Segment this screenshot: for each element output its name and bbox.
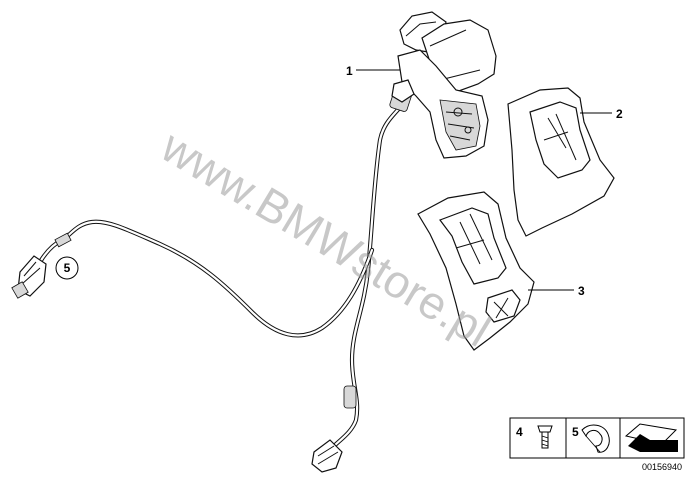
legend-item-4-label: 4	[516, 425, 523, 439]
switch-module	[391, 11, 497, 159]
callout-1: 1	[346, 64, 400, 78]
callout-3: 3	[528, 284, 585, 298]
bottom-connector	[311, 439, 343, 473]
legend-item-5-label: 5	[572, 425, 579, 439]
callout-2-label: 2	[616, 107, 623, 121]
trim-cover-right	[507, 87, 615, 237]
trim-cover-left	[417, 191, 535, 351]
cable-clip-icon	[581, 424, 610, 453]
callout-5-label: 5	[64, 261, 71, 275]
callout-3-label: 3	[578, 284, 585, 298]
arrow-symbol-icon	[624, 423, 678, 452]
callout-1-label: 1	[346, 64, 353, 78]
callout-2: 2	[580, 107, 623, 121]
left-connector	[11, 255, 47, 299]
callout-5: 5	[55, 256, 79, 280]
legend-box: 4 5	[509, 417, 685, 459]
screw-icon	[537, 425, 553, 449]
document-id: 00156940	[642, 462, 682, 472]
